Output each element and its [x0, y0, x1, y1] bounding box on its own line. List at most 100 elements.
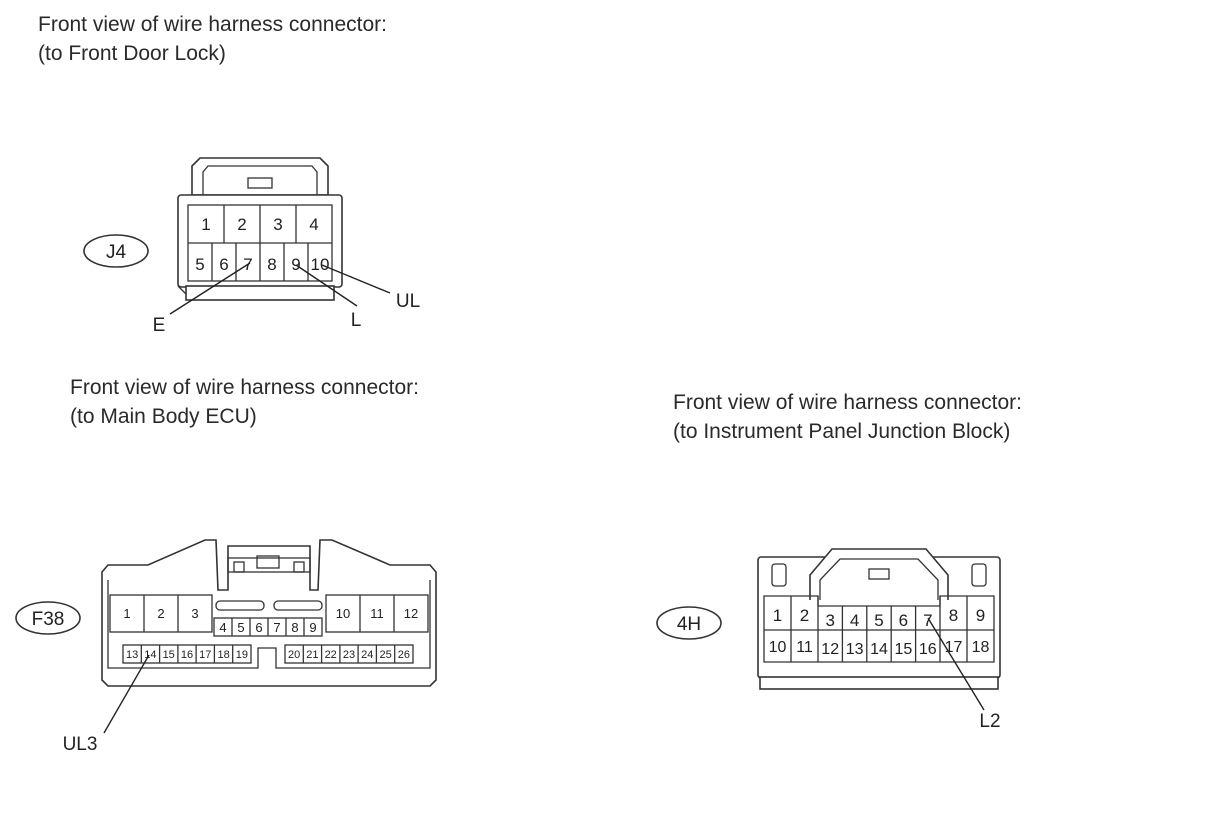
4h-pin: 17	[945, 639, 963, 656]
j4-leader-e	[169, 262, 251, 315]
f38-pin: 4	[219, 620, 226, 635]
4h-pin: 18	[972, 639, 990, 656]
4h-leader-l2	[927, 617, 985, 711]
f38-latch-bar	[227, 557, 311, 573]
j4-callout-e: E	[153, 315, 166, 336]
caption-j4-line1: Front view of wire harness connector:	[38, 13, 387, 36]
j4-latch-housing	[191, 157, 329, 196]
j4-pin: 1	[201, 215, 210, 234]
connector-f38: 1 2 3 10 11 12 4 5 6 7 8 9 13 14 15 16 1…	[15, 539, 437, 755]
j4-latch-tab	[247, 177, 273, 189]
caption-f38: Front view of wire harness connector: (t…	[70, 373, 419, 431]
f38-latch-slot	[293, 561, 305, 573]
4h-pin: 4	[850, 611, 859, 630]
f38-latch-slot	[233, 561, 245, 573]
4h-pin: 2	[800, 606, 809, 625]
f38-pin: 12	[404, 606, 418, 621]
f38-slot	[215, 600, 265, 611]
f38-pin: 13	[126, 649, 138, 661]
f38-pin: 10	[336, 606, 350, 621]
caption-f38-line1: Front view of wire harness connector:	[70, 376, 419, 399]
j4-id-badge	[83, 234, 149, 268]
j4-leader-ul	[321, 264, 391, 294]
f38-pin: 2	[157, 606, 164, 621]
4h-pin: 16	[919, 641, 937, 658]
4h-pin: 1	[773, 606, 782, 625]
4h-pin: 5	[874, 611, 883, 630]
caption-4h-line1: Front view of wire harness connector:	[673, 391, 1022, 414]
f38-grid-left-bottom	[122, 644, 252, 664]
4h-pin: 3	[825, 611, 834, 630]
4h-bottom-rim	[759, 676, 999, 690]
4h-pin: 13	[846, 641, 864, 658]
4h-corner-slot	[771, 563, 787, 587]
f38-pin: 21	[306, 649, 318, 661]
4h-pin: 7	[923, 611, 932, 630]
caption-4h: Front view of wire harness connector: (t…	[673, 388, 1022, 446]
f38-pin: 7	[273, 620, 280, 635]
f38-pin: 19	[236, 649, 248, 661]
f38-grid-left-top	[109, 594, 213, 633]
4h-latch-inner	[819, 558, 939, 600]
caption-j4: Front view of wire harness connector: (t…	[38, 10, 387, 68]
f38-grid-right-bottom	[284, 644, 414, 664]
connector-4h: 1 2 3 4 5 6 7 8 9 10 11 12 13 14 15 16 1…	[656, 548, 1001, 732]
f38-leader-ul3	[103, 654, 150, 734]
caption-f38-line2: (to Main Body ECU)	[70, 405, 257, 428]
f38-pin: 23	[343, 649, 355, 661]
f38-id-badge	[15, 601, 81, 635]
4h-pin: 8	[949, 606, 958, 625]
f38-pin: 9	[309, 620, 316, 635]
j4-bottom-rim	[185, 285, 335, 301]
f38-body	[101, 539, 437, 687]
caption-j4-line2: (to Front Door Lock)	[38, 42, 226, 65]
f38-pin: 1	[123, 606, 130, 621]
f38-pin: 17	[199, 649, 211, 661]
4h-id-label: 4H	[677, 614, 701, 635]
4h-pin: 10	[769, 639, 787, 656]
f38-id-label: F38	[32, 609, 65, 630]
f38-pin: 22	[325, 649, 337, 661]
4h-corner-slot	[971, 563, 987, 587]
j4-pin: 9	[291, 255, 300, 274]
j4-pin: 6	[219, 255, 228, 274]
f38-pin: 6	[255, 620, 262, 635]
4h-latch-tab	[868, 568, 890, 580]
4h-pin: 14	[870, 641, 888, 658]
f38-pin: 5	[237, 620, 244, 635]
4h-pin: 9	[976, 606, 985, 625]
4h-pin: 6	[899, 611, 908, 630]
f38-pin: 8	[291, 620, 298, 635]
f38-latch-tab	[256, 555, 280, 569]
4h-callout-l2: L2	[979, 711, 1000, 732]
f38-pin: 11	[370, 606, 384, 621]
j4-callout-l: L	[351, 310, 362, 331]
f38-pin: 18	[217, 649, 229, 661]
j4-pin: 5	[195, 255, 204, 274]
j4-pin: 3	[273, 215, 282, 234]
f38-grid-right-top	[325, 594, 429, 633]
j4-pin: 10	[311, 255, 330, 274]
f38-pin: 15	[163, 649, 175, 661]
caption-4h-line2: (to Instrument Panel Junction Block)	[673, 420, 1011, 443]
f38-pin: 24	[361, 649, 373, 661]
j4-pin: 2	[237, 215, 246, 234]
j4-leader-l	[295, 264, 358, 307]
4h-pin: 11	[796, 639, 813, 656]
f38-pin: 20	[288, 649, 300, 661]
f38-pin: 16	[181, 649, 193, 661]
f38-pin: 3	[191, 606, 198, 621]
j4-latch-inner	[202, 165, 318, 195]
j4-id-label: J4	[106, 242, 127, 263]
j4-rim-edge	[177, 285, 187, 295]
connector-j4: 1 2 3 4 5 6 7 8 9 10 J4 E L UL	[83, 157, 420, 336]
j4-callout-ul: UL	[396, 291, 420, 312]
4h-pin: 12	[821, 641, 839, 658]
j4-pin: 8	[267, 255, 276, 274]
j4-pin: 4	[309, 215, 318, 234]
f38-callout-ul3: UL3	[63, 734, 98, 755]
f38-pin: 26	[398, 649, 410, 661]
f38-inner-outline	[107, 580, 431, 669]
4h-pin: 15	[895, 641, 913, 658]
